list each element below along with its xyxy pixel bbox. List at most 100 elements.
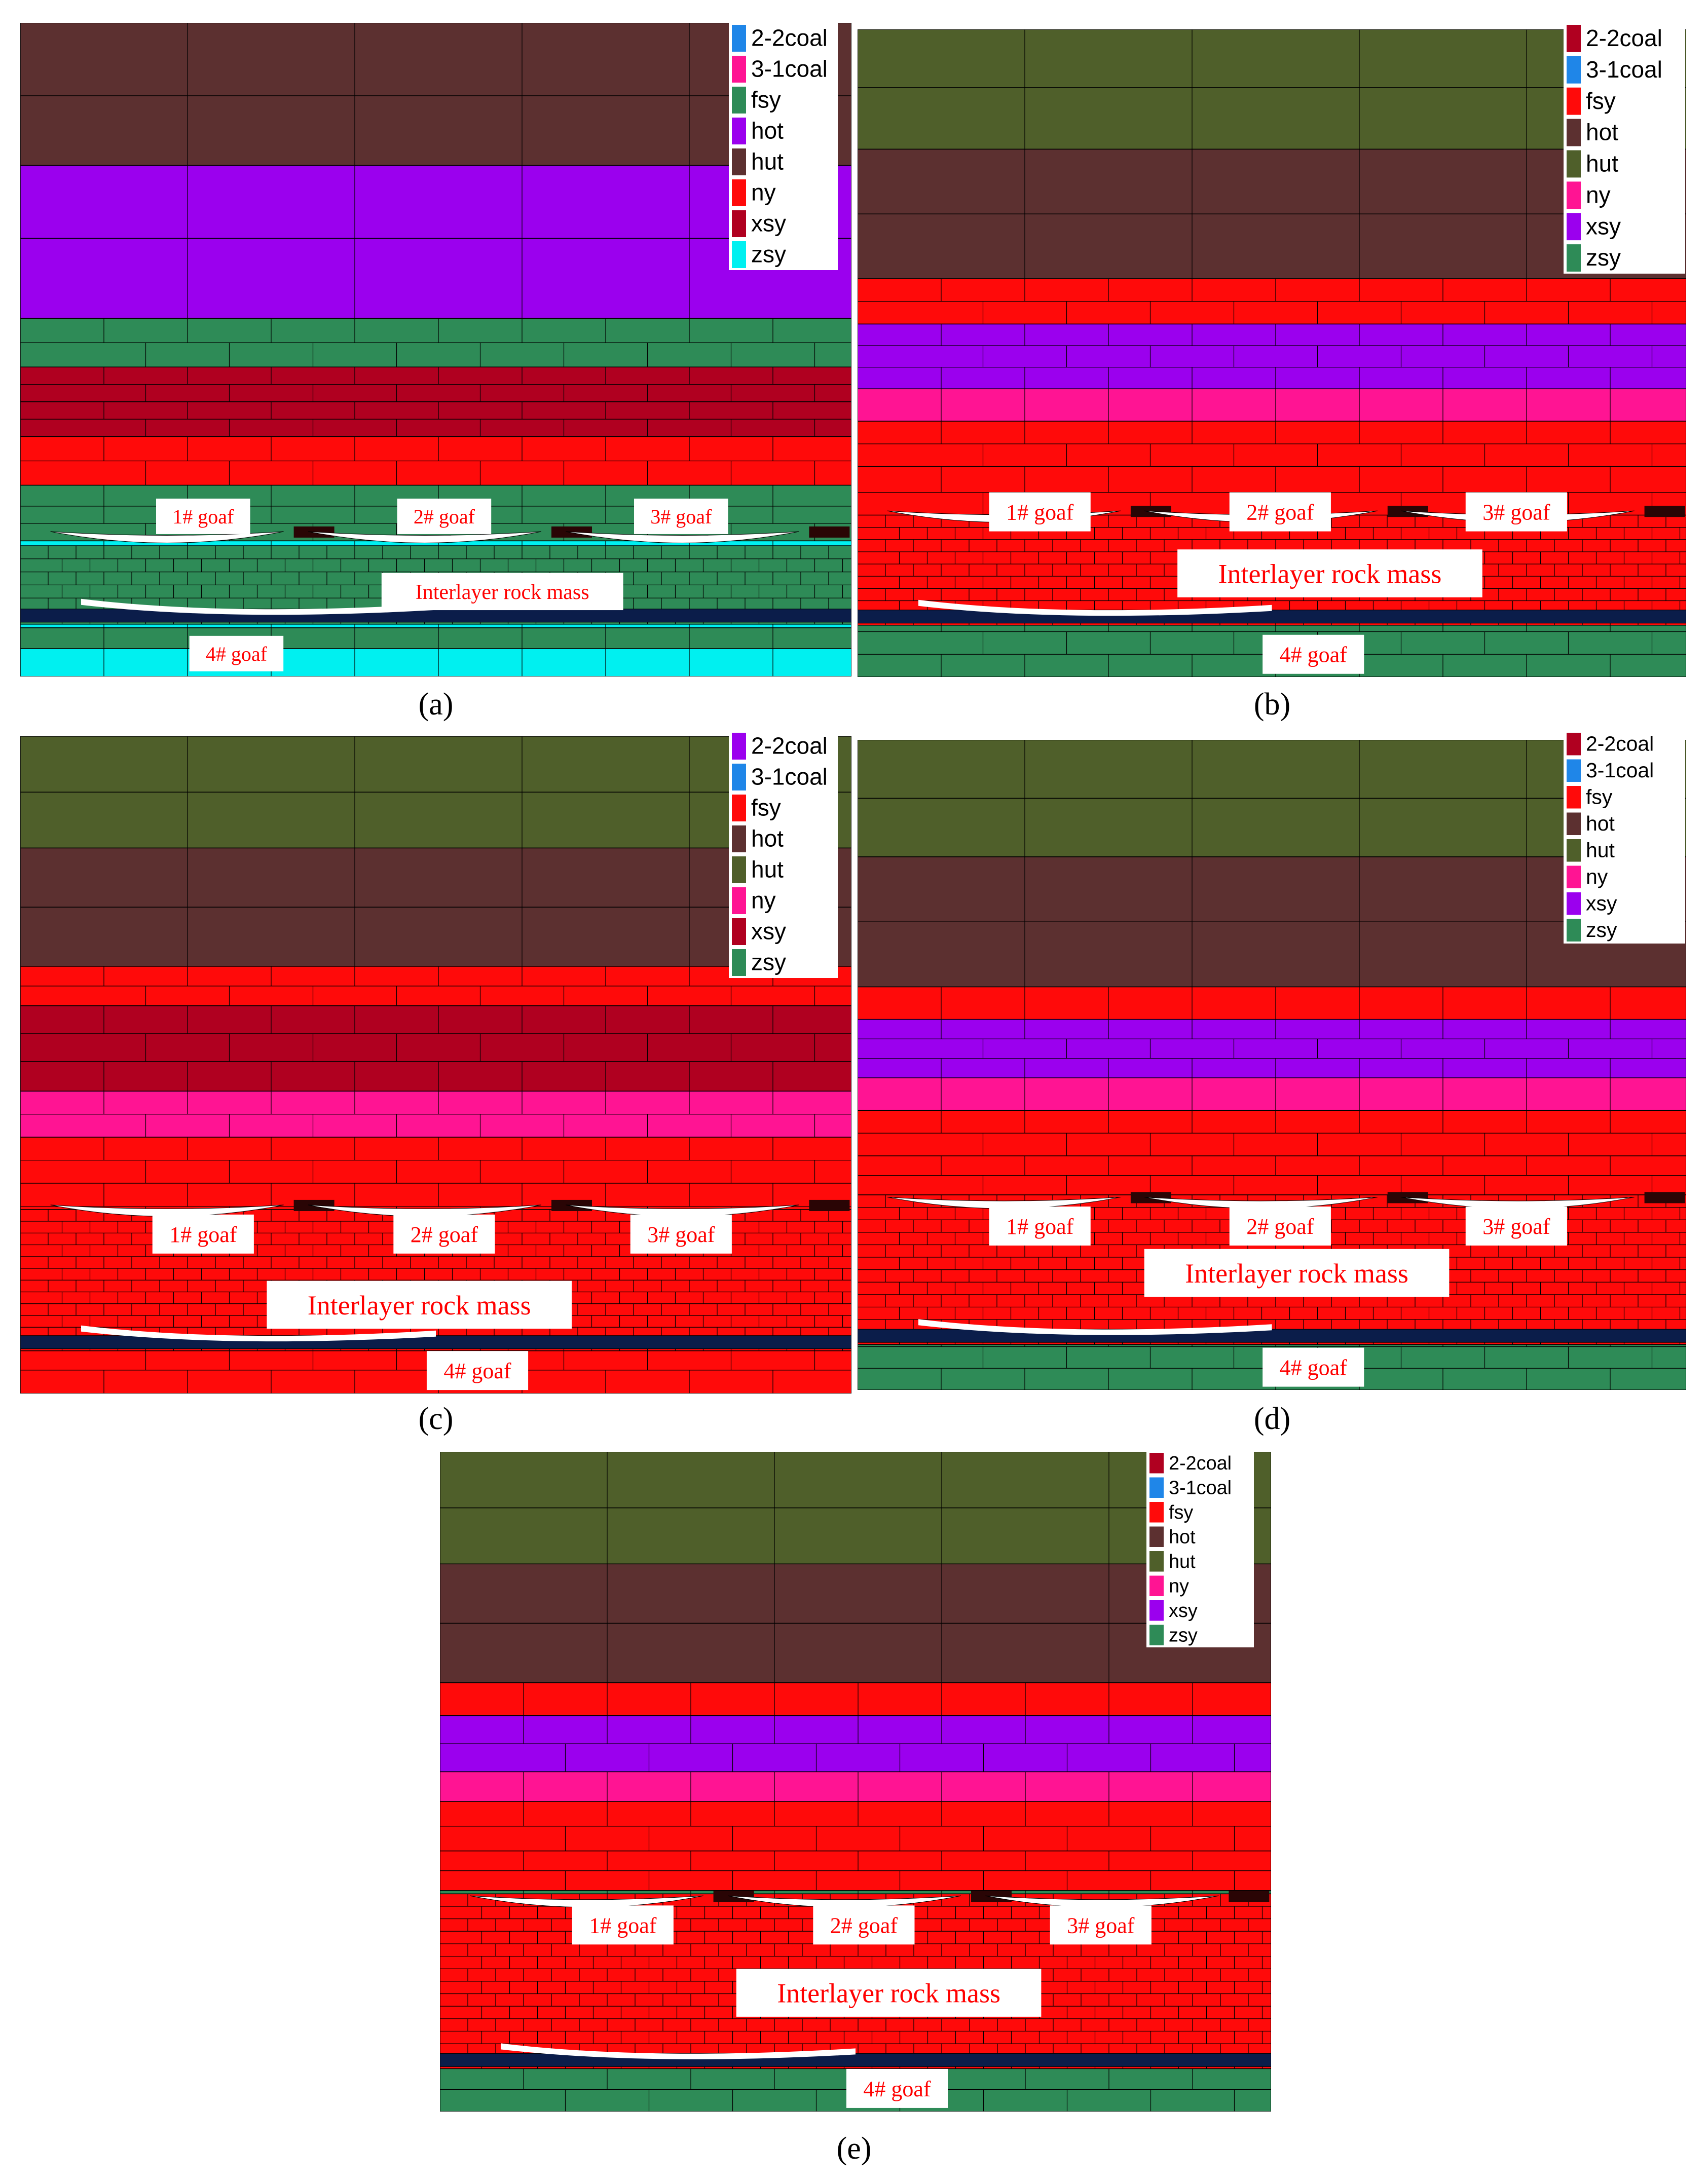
lower-coal-seam — [858, 610, 1686, 624]
stratum-hut-layer-fill — [440, 1507, 1271, 1565]
legend-swatch-ny — [732, 179, 746, 206]
legend-label-ny: ny — [751, 887, 776, 913]
goaf-label-4: 4# goaf — [443, 1359, 511, 1383]
legend-swatch-2-2coal — [732, 25, 746, 52]
stratum-hot-layer-fill — [440, 1623, 1271, 1683]
legend-background — [729, 23, 838, 270]
legend-swatch-xsy — [1567, 892, 1581, 915]
legend-label-xsy: xsy — [751, 918, 786, 944]
goaf-void-1 — [470, 1895, 703, 1908]
legend-label-2-2coal: 2-2coal — [1586, 25, 1662, 51]
stratum-fsy-layer-fill — [20, 627, 851, 649]
stratum-hut-layer-fill — [20, 736, 851, 793]
stratum-hut-layer-fill — [858, 87, 1686, 150]
legend-label-xsy: xsy — [1169, 1600, 1198, 1622]
strata-model-a — [20, 23, 851, 676]
goaf-label-4-box — [846, 2068, 948, 2108]
goaf-label-2-box — [813, 1905, 915, 1945]
legend-label-zsy: zsy — [751, 949, 786, 975]
lower-coal-seam — [20, 1335, 851, 1349]
goaf-label-3: 3# goaf — [650, 505, 712, 528]
legend-swatch-3-1coal — [1149, 1477, 1164, 1498]
legend-swatch-ny — [732, 887, 746, 914]
panel-caption-c: (c) — [419, 1402, 454, 1436]
stratum-fsy-layer-fill — [858, 986, 1686, 1020]
legend-label-fsy: fsy — [751, 86, 781, 112]
stratum-ny-layer-fill — [858, 388, 1686, 422]
legend-swatch-3-1coal — [1567, 56, 1581, 84]
goaf-label-1: 1# goaf — [169, 1222, 237, 1247]
legend-label-2-2coal: 2-2coal — [1169, 1453, 1232, 1474]
goaf-void-1 — [50, 531, 284, 543]
legend-label-xsy: xsy — [1586, 213, 1621, 239]
panel-caption-b: (b) — [1254, 687, 1290, 722]
legend-label-zsy: zsy — [1586, 244, 1621, 271]
legend-background — [1564, 23, 1685, 274]
legend-swatch-hut — [732, 856, 746, 883]
goaf-label-4-box — [1263, 634, 1364, 674]
goaf-label-3-box — [634, 498, 728, 534]
stratum-hot-layer-fill — [20, 907, 851, 967]
goaf-void-4 — [81, 1325, 436, 1342]
legend-label-2-2coal: 2-2coal — [751, 732, 828, 759]
goaf-label-4-box — [426, 1351, 529, 1390]
legend-label-fsy: fsy — [1586, 785, 1613, 809]
legend-label-3-1coal: 3-1coal — [1586, 759, 1654, 782]
goaf-label-1-box — [989, 492, 1091, 532]
goaf-label-1-box — [989, 1207, 1091, 1246]
legend-label-2-2coal: 2-2coal — [751, 24, 828, 51]
goaf-label-4: 4# goaf — [1280, 643, 1348, 667]
goaf-label-2: 2# goaf — [1246, 500, 1314, 525]
legend-swatch-3-1coal — [1567, 759, 1581, 782]
stratum-hut-layer-fill — [858, 740, 1686, 799]
goaf-void-4 — [501, 2043, 856, 2059]
goaf-void-4 — [918, 1319, 1272, 1335]
legend-label-zsy: zsy — [1586, 918, 1617, 942]
legend-label-fsy: fsy — [1586, 88, 1616, 114]
legend-swatch-hut — [1149, 1551, 1164, 1572]
stratum-hot-layer-fill — [858, 213, 1686, 279]
legend-label-3-1coal: 3-1coal — [1586, 56, 1662, 83]
legend-swatch-fsy — [1567, 87, 1581, 115]
interlayer-label-box — [736, 1969, 1042, 2017]
goaf-label-3: 3# goaf — [1067, 1913, 1135, 1938]
goaf-void-2 — [308, 1204, 542, 1217]
legend-label-hut: hut — [1586, 150, 1618, 177]
legend-swatch-zsy — [1567, 244, 1581, 272]
goaf-void-2 — [727, 1895, 961, 1908]
goaf-label-1-box — [156, 498, 250, 534]
legend-swatch-3-1coal — [732, 56, 746, 83]
stratum-ny-layer-fill — [440, 1771, 1271, 1802]
legend-swatch-hut — [1567, 839, 1581, 862]
legend-swatch-ny — [1149, 1575, 1164, 1596]
legend-swatch-ny — [1567, 181, 1581, 209]
stratum-xsy-layer-fill — [858, 323, 1686, 390]
legend-label-zsy: zsy — [1169, 1625, 1198, 1646]
legend-label-hot: hot — [751, 117, 784, 143]
goaf-void-4 — [81, 598, 436, 615]
legend-swatch-2-2coal — [1149, 1453, 1164, 1474]
legend-swatch-zsy — [732, 949, 746, 976]
coal-pillar — [809, 1199, 850, 1211]
goaf-label-1-box — [152, 1214, 254, 1254]
goaf-label-2-box — [1229, 1207, 1331, 1246]
goaf-label-2: 2# goaf — [830, 1913, 898, 1938]
goaf-void-1 — [887, 1196, 1121, 1209]
coal-pillar — [809, 526, 850, 538]
legend-label-hut: hut — [751, 148, 784, 174]
legend-background — [1564, 731, 1685, 944]
legend-label-hut: hut — [751, 856, 784, 882]
interlayer-label-box — [267, 1281, 572, 1329]
goaf-label-1-box — [572, 1905, 674, 1945]
goaf-label-3-box — [1050, 1905, 1152, 1945]
legend-swatch-xsy — [1567, 213, 1581, 241]
goaf-label-3: 3# goaf — [1482, 500, 1550, 525]
panel-caption-e: (e) — [837, 2131, 872, 2166]
legend-swatch-hot — [1149, 1526, 1164, 1547]
stratum-xsy-layer-fill — [858, 1019, 1686, 1078]
interlayer-label-box — [1177, 549, 1482, 597]
